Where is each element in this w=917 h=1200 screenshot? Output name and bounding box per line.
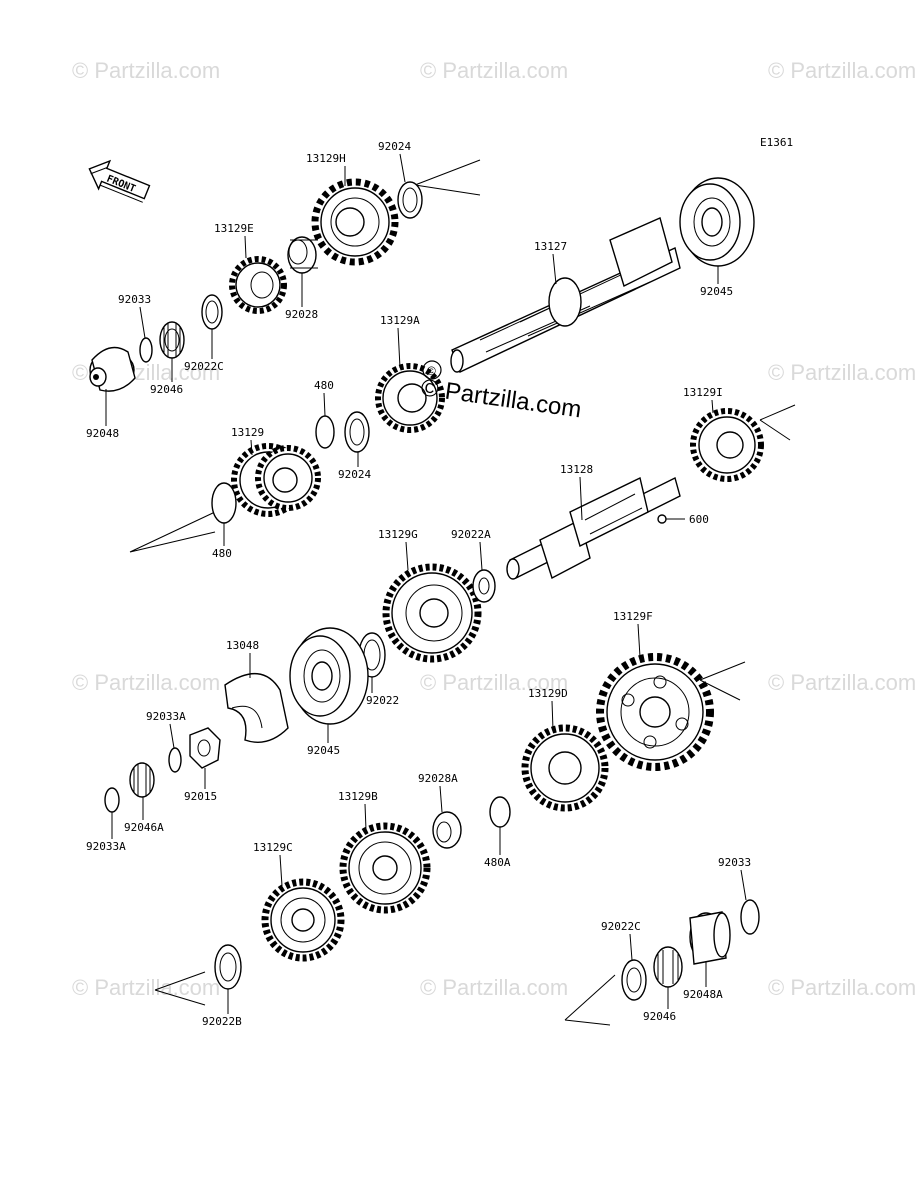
part-13127-shaft[interactable] [450, 217, 681, 373]
part-labels: 13129H 92024 13129E 92033 92028 92022C 9… [86, 140, 751, 1028]
part-13128-shaft[interactable] [506, 476, 681, 580]
watermark: © Partzilla.com [768, 360, 916, 385]
label-92028: 92028 [285, 308, 318, 321]
watermark-text: © Partzilla.com [419, 374, 583, 423]
label-600: 600 [689, 513, 709, 526]
label-92046A: 92046A [124, 821, 164, 834]
label-92024-mid: 92024 [338, 468, 371, 481]
part-92022C-washer[interactable] [201, 294, 223, 330]
part-13129F-gear[interactable] [596, 653, 714, 771]
part-92028A-bushing[interactable] [432, 811, 462, 849]
part-480A-circlip[interactable] [489, 796, 511, 828]
label-13129C: 13129C [253, 841, 293, 854]
label-92048A: 92048A [683, 988, 723, 1001]
label-13129: 13129 [231, 426, 264, 439]
watermark: © Partzilla.com [72, 670, 220, 695]
part-92046A-needle-bearing[interactable] [129, 762, 155, 798]
label-92022A: 92022A [451, 528, 491, 541]
part-92045-ball-bearing[interactable] [679, 177, 755, 267]
label-92048: 92048 [86, 427, 119, 440]
part-92022B-washer[interactable] [214, 944, 242, 990]
watermark: © Partzilla.com [72, 975, 220, 1000]
label-480-top: 480 [314, 379, 334, 392]
label-13129H: 13129H [306, 152, 346, 165]
part-92046-needle-bearing-low[interactable] [653, 946, 683, 988]
label-92046-low: 92046 [643, 1010, 676, 1023]
part-92033-circlip-low[interactable] [740, 899, 760, 935]
part-13129-gear[interactable] [231, 443, 321, 517]
label-92022C-top: 92022C [184, 360, 224, 373]
diagram-code: E1361 [760, 136, 793, 149]
label-13129E: 13129E [214, 222, 254, 235]
watermark: © Partzilla.com [768, 670, 916, 695]
part-92033-circlip[interactable] [139, 337, 153, 363]
partzilla-watermark: © © Partzilla.com [419, 360, 583, 423]
part-13048-holder[interactable] [224, 672, 289, 743]
label-13048: 13048 [226, 639, 259, 652]
part-13129G-gear[interactable] [382, 563, 482, 663]
label-92015: 92015 [184, 790, 217, 803]
part-480-circlip-upper[interactable] [315, 415, 335, 449]
part-13129I-gear[interactable] [690, 408, 764, 482]
part-92048A-collar[interactable] [689, 911, 731, 965]
front-arrow-icon: FRONT [88, 159, 151, 203]
label-13128: 13128 [560, 463, 593, 476]
part-92048-collar[interactable] [89, 346, 136, 392]
part-13129C-gear[interactable] [261, 878, 345, 962]
label-13129A: 13129A [380, 314, 420, 327]
watermark: © Partzilla.com [72, 58, 220, 83]
label-92045-mid: 92045 [307, 744, 340, 757]
part-13129H-gear[interactable] [311, 178, 399, 266]
part-92024-washer[interactable] [397, 181, 423, 219]
part-13129A-gear[interactable] [375, 363, 445, 433]
watermark: © Partzilla.com [420, 58, 568, 83]
label-480-low: 480 [212, 547, 232, 560]
label-92024-top: 92024 [378, 140, 411, 153]
label-13129G: 13129G [378, 528, 418, 541]
part-13129E-gear[interactable] [229, 256, 287, 314]
watermark: © Partzilla.com [768, 58, 916, 83]
label-13129D: 13129D [528, 687, 568, 700]
part-92028-bushing[interactable] [287, 236, 318, 274]
label-92033-top: 92033 [118, 293, 151, 306]
label-92033-low: 92033 [718, 856, 751, 869]
part-600-ball[interactable] [657, 514, 685, 524]
watermark: © Partzilla.com [420, 975, 568, 1000]
label-13129B: 13129B [338, 790, 378, 803]
part-13129D-gear[interactable] [521, 724, 609, 812]
part-92022A-washer[interactable] [472, 569, 496, 603]
label-92028A: 92028A [418, 772, 458, 785]
label-13129I: 13129I [683, 386, 723, 399]
svg-text:©: © [427, 364, 436, 378]
part-480-circlip-lower[interactable] [211, 482, 237, 524]
part-92015-nut[interactable] [189, 727, 221, 769]
label-13127: 13127 [534, 240, 567, 253]
watermark: © Partzilla.com [768, 975, 916, 1000]
label-92046-top: 92046 [150, 383, 183, 396]
part-92024-washer-mid[interactable] [344, 411, 370, 453]
axis-lines [129, 159, 796, 1026]
part-92045-ball-bearing-mid[interactable] [289, 627, 369, 725]
part-92033A-circlip-upper[interactable] [168, 747, 182, 773]
label-92022: 92022 [366, 694, 399, 707]
label-13129F: 13129F [613, 610, 653, 623]
label-92033A-low: 92033A [86, 840, 126, 853]
label-92033A-top: 92033A [146, 710, 186, 723]
watermark: © Partzilla.com [420, 670, 568, 695]
part-13129B-gear[interactable] [339, 822, 431, 914]
label-92022B: 92022B [202, 1015, 242, 1028]
watermarks: © Partzilla.com © Partzilla.com © Partzi… [72, 58, 916, 1000]
part-92033A-circlip-lower[interactable] [104, 787, 120, 813]
label-480A: 480A [484, 856, 511, 869]
label-92022C-low: 92022C [601, 920, 641, 933]
part-92022C-washer-low[interactable] [621, 959, 647, 1001]
label-92045-top: 92045 [700, 285, 733, 298]
part-92046-needle-bearing[interactable] [159, 321, 185, 359]
